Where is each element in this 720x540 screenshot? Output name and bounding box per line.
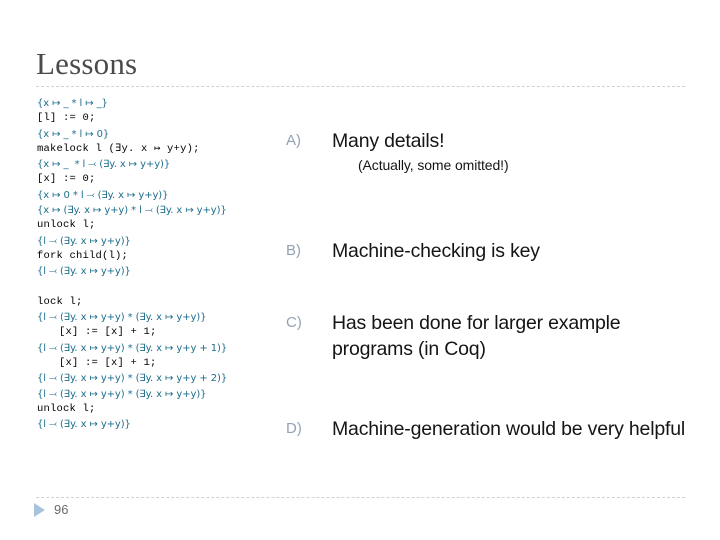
list-text-d: Machine-generation would be very helpful — [332, 418, 685, 440]
list-marker-b: B) — [286, 242, 301, 259]
list-item-d: D) Machine-generation would be very help… — [286, 416, 686, 442]
code-line: [x] := [x] + 1; — [59, 357, 157, 370]
play-triangle-icon[interactable] — [34, 503, 45, 517]
list-marker-a: A) — [286, 132, 301, 149]
code-line: {l ⤙ (∃y. x ↦ y+y)} — [37, 419, 131, 431]
list-marker-c: C) — [286, 314, 302, 331]
code-line: {l ⤙ (∃y. x ↦ y+y) * (∃y. x ↦ y+y)} — [37, 388, 207, 400]
title-divider — [36, 86, 685, 87]
page-title: Lessons — [36, 46, 138, 81]
code-line: {l ⤙ (∃y. x ↦ y+y) * (∃y. x ↦ y+y + 2)} — [37, 373, 228, 385]
page-number: 96 — [54, 502, 69, 517]
code-line: [x] := 0; — [37, 173, 96, 186]
code-line: {x ↦ _ * l ↦ 0} — [37, 128, 110, 140]
code-line — [37, 280, 283, 295]
code-line: [x] := [x] + 1; — [59, 326, 157, 339]
code-line: {x ↦ _ * l ⤙ (∃y. x ↦ y+y)} — [37, 159, 171, 171]
footer-divider — [36, 497, 685, 498]
slide-footer: 96 — [34, 503, 68, 517]
code-line: {l ⤙ (∃y. x ↦ y+y)} — [37, 235, 131, 247]
list-text-c: Has been done for larger example program… — [332, 312, 621, 360]
code-line: lock l; — [37, 295, 83, 308]
list-item-c: C) Has been done for larger example prog… — [286, 310, 686, 362]
code-listing: {x ↦ _ * l ↦ _} [l] := 0; {x ↦ _ * l ↦ 0} m… — [37, 96, 283, 433]
code-line: {l ⤙ (∃y. x ↦ y+y) * (∃y. x ↦ y+y + 1)} — [37, 342, 228, 354]
code-line: {l ⤙ (∃y. x ↦ y+y)} — [37, 266, 131, 278]
code-line: makelock l (∃y. x ↦ y+y); — [37, 142, 200, 155]
code-line: {x ↦ 0 * l ⤙ (∃y. x ↦ y+y)} — [37, 189, 169, 201]
code-line: unlock l; — [37, 402, 96, 415]
code-line: {x ↦ _ * l ↦ _} — [37, 98, 108, 109]
list-text-b: Machine-checking is key — [332, 240, 540, 262]
list-text-a: Many details! — [332, 130, 445, 152]
code-line: unlock l; — [37, 219, 96, 232]
list-item-b: B) Machine-checking is key — [286, 238, 686, 264]
list-item-a: A) Many details! (Actually, some omitted… — [286, 128, 686, 176]
code-line: {l ⤙ (∃y. x ↦ y+y) * (∃y. x ↦ y+y)} — [37, 312, 207, 324]
code-line: fork child(l); — [37, 249, 129, 262]
code-line: [l] := 0; — [37, 112, 96, 125]
list-subtext-a: (Actually, some omitted!) — [358, 157, 509, 173]
list-marker-d: D) — [286, 420, 302, 437]
code-line: {x ↦ (∃y. x ↦ y+y) * l ⤙ (∃y. x ↦ y+y)} — [37, 205, 227, 217]
